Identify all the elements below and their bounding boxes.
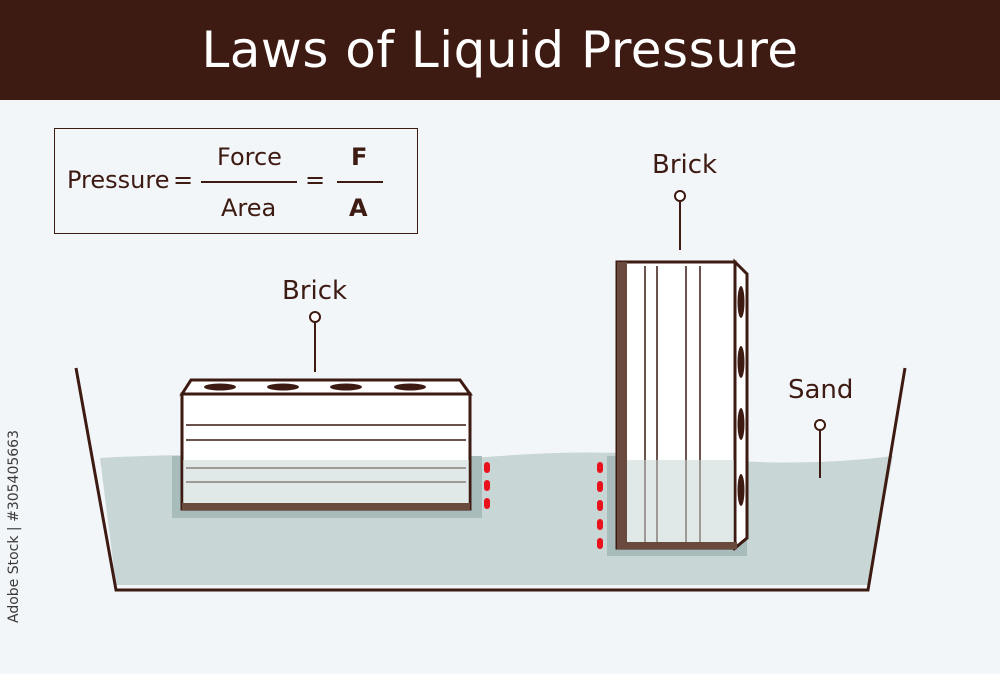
formula-equals-2: = [305, 166, 326, 194]
horizontal-brick-holes [204, 383, 426, 391]
formula-equals-1: = [173, 166, 194, 194]
label-brick-vertical: Brick [652, 150, 718, 180]
formula-numerator-word: Force [217, 143, 282, 171]
vertical-brick-side [733, 258, 749, 552]
horizontal-brick-base-shadow [182, 503, 470, 510]
sand-tray-outline [74, 367, 907, 592]
horizontal-brick-depth-marker [484, 462, 490, 509]
label-pointers [309, 190, 826, 478]
vertical-brick-side-holes [737, 286, 745, 506]
page-title: Laws of Liquid Pressure [201, 21, 799, 79]
formula-numerator-symbol: F [351, 143, 368, 171]
formula-denominator-word: Area [221, 194, 277, 222]
title-banner: Laws of Liquid Pressure [0, 0, 1000, 100]
label-sand: Sand [788, 375, 854, 405]
pressure-formula-box: Pressure = Force Area = F A [54, 128, 418, 234]
vertical-brick-left-shadow [617, 262, 627, 548]
vertical-brick-base-shadow [617, 542, 737, 549]
horizontal-brick-submerged [183, 460, 469, 508]
vertical-brick-depth-marker [597, 462, 603, 549]
formula-denominator-symbol: A [349, 194, 368, 222]
fraction-bar-words [201, 181, 297, 183]
formula-lhs: Pressure [67, 166, 170, 194]
label-brick-horizontal: Brick [282, 276, 348, 306]
stock-watermark: Adobe Stock | #305405663 [6, 430, 22, 623]
fraction-bar-symbols [337, 181, 383, 183]
vertical-brick-submerged [618, 460, 734, 546]
